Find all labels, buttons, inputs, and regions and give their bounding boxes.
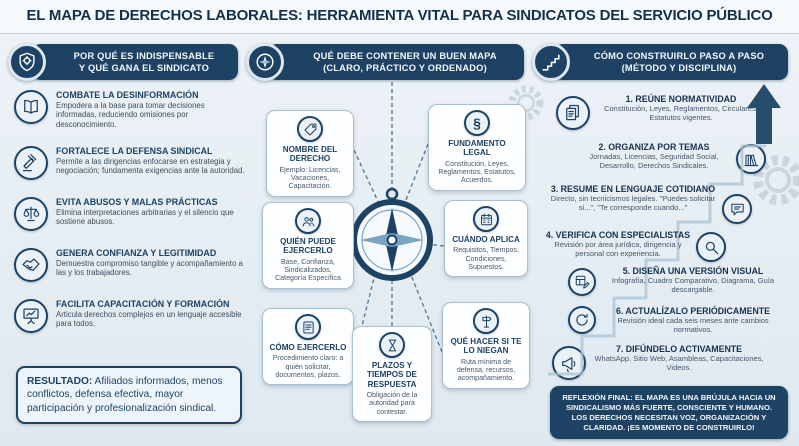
header-line: Y QUÉ GANA EL SINDICATO [78,63,210,73]
handshake-icon [14,248,48,283]
benefit-desc: Elimina interpretaciones arbitrarias y e… [56,208,234,227]
header-line: CÓMO CONSTRUIRLO PASO A PASO [593,50,765,61]
middle-column-header: QUÉ DEBE CONTENER UN BUEN MAPA (CLARO, P… [268,44,524,80]
step-desc: Infografía, Cuadro Comparativo, Diagrama… [611,276,775,294]
map-box-title: CÓMO EJERCERLO [269,343,347,352]
map-box-title: PLAZOS Y TIEMPOS DE RESPUESTA [367,361,417,389]
map-box-nombre-del-derecho: NOMBRE DEL DERECHO Ejemplo: Licencias, V… [266,110,354,197]
step-title: 4. VERIFICA CON ESPECIALISTAS [545,230,691,240]
benefit-item: FACILITA CAPACITACIÓN Y FORMACIÓN Articu… [14,299,246,334]
section-sign-icon: § [464,110,490,136]
step-title: 6. ACTUALÍZALO PERIÓDICAMENTE [615,306,771,316]
stairs-icon [532,43,570,81]
map-box-que-hacer-si-te-lo-niegan: QUÉ HACER SI TE LO NIEGAN Ruta mínima de… [442,302,530,389]
benefit-title: FORTALECE LA DEFENSA SINDICAL [56,146,213,157]
scales-icon [14,197,48,232]
chat-bubble-icon [722,194,752,224]
compass-rose-icon [351,82,445,359]
map-box-cuando-aplica: CUÁNDO APLICA Requisitos, Tiempos, Condi… [444,200,528,278]
design-icon [568,268,596,296]
step-1: 1. REÚNE NORMATIVIDAD Constitución, Leye… [596,94,766,123]
right-column-header: CÓMO CONSTRUIRLO PASO A PASO (MÉTODO Y D… [554,44,788,80]
step-title: 3. RESUME EN LENGUAJE COTIDIANO [550,184,716,194]
result-text: Afiliados informados, menos conflictos, … [27,376,223,414]
step-5: 5. DISEÑA UNA VERSIÓN VISUAL Infografía,… [600,266,786,295]
title-bar [0,0,799,34]
step-desc: Directo, sin tecnicismos legales. "Puede… [550,194,716,212]
map-box-desc: Constitución, Leyes, Reglamentos, Estatu… [438,159,516,185]
benefit-desc: Demuestra compromiso tangible y acompaña… [56,259,243,278]
shield-icon [8,43,46,81]
benefit-title: FACILITA CAPACITACIÓN Y FORMACIÓN [56,299,230,310]
step-6: 6. ACTUALÍZALO PERIÓDICAMENTE Revisión i… [600,306,786,335]
benefit-item: EVITA ABUSOS Y MALAS PRÁCTICAS Elimina i… [14,197,246,232]
calendar-icon [473,206,499,232]
result-box: RESULTADO: Afiliados informados, menos c… [16,366,242,424]
step-2: 2. ORGANIZA POR TEMAS Jornadas, Licencia… [578,142,730,171]
open-book-icon [14,90,48,124]
step-desc: Revisión por área jurídica, dirigencia y… [554,240,682,258]
step-title: 2. ORGANIZA POR TEMAS [598,142,710,152]
gavel-icon [14,146,48,181]
map-box-title: NOMBRE DEL DERECHO [282,145,338,164]
map-box-desc: Requisitos, Tiempos, Condiciones, Supues… [453,246,519,272]
header-line: POR QUÉ ES INDISPENSABLE [73,50,215,61]
map-box-plazos-y-tiempos: PLAZOS Y TIEMPOS DE RESPUESTA Obligación… [352,326,432,422]
step-desc: Revisión ideal cada seis meses ante camb… [617,316,769,334]
section-sign-glyph: § [473,115,481,131]
hourglass-icon [379,332,405,358]
step-4: 4. VERIFICA CON ESPECIALISTAS Revisión p… [544,230,692,259]
presentation-icon [14,299,48,334]
map-box-title: QUÉ HACER SI TE LO NIEGAN [450,337,522,356]
map-box-como-ejercerlo: CÓMO EJERCERLO Procedimiento claro: a qu… [262,308,354,386]
magnifier-icon [696,232,726,262]
benefit-title: GENERA CONFIANZA Y LEGITIMIDAD [56,248,217,259]
map-box-desc: Ejemplo: Licencias, Vacaciones, Capacita… [279,165,341,191]
benefit-desc: Permite a las dirigencias enfocarse en e… [56,157,245,176]
benefit-desc: Articula derechos complejos en un lengua… [56,310,242,329]
left-column-header: POR QUÉ ES INDISPENSABLE Y QUÉ GANA EL S… [32,44,238,80]
map-box-quien-puede-ejercerlo: QUIÉN PUEDE EJERCERLO Base, Confianza, S… [262,202,354,289]
refresh-icon [568,306,596,334]
step-desc: Jornadas, Licencias, Seguridad Social, D… [589,152,719,170]
documents-icon [556,96,590,130]
header-line: QUÉ DEBE CONTENER UN BUEN MAPA [313,50,497,61]
step-title: 7. DIFÚNDELO ACTIVAMENTE [615,344,743,354]
step-3: 3. RESUME EN LENGUAJE COTIDIANO Directo,… [548,184,718,213]
map-box-desc: Base, Confianza, Sindicalizados, Categor… [275,257,341,283]
page-title: EL MAPA DE DERECHOS LABORALES: HERRAMIEN… [26,7,773,24]
step-desc: Constitución, Leyes, Reglamentos, Circul… [604,104,758,122]
gear-icon [508,85,544,121]
header-line: (MÉTODO Y DISCIPLINA) [621,63,737,73]
map-box-desc: Obligación de la autoridad para contesta… [366,390,418,416]
result-label: RESULTADO: [27,376,93,387]
step-7: 7. DIFÚNDELO ACTIVAMENTE WhatsApp, Sitio… [590,344,768,373]
map-box-fundamento-legal: § FUNDAMENTO LEGAL Constitución, Leyes, … [428,104,526,191]
benefits-list: COMBATE LA DESINFORMACIÓN Empodera a la … [14,90,246,334]
map-box-title: CUÁNDO APLICA [452,235,520,244]
benefit-title: COMBATE LA DESINFORMACIÓN [56,90,199,100]
people-icon [295,208,321,234]
map-box-desc: Procedimiento claro: a quién solicitar, … [272,354,344,380]
header-line: (CLARO, PRÁCTICO Y ORDENADO) [323,63,487,73]
step-title: 1. REÚNE NORMATIVIDAD [625,94,737,104]
map-box-title: FUNDAMENTO LEGAL [448,139,506,158]
benefit-desc: Empodera a la base para tomar decisiones… [56,101,205,129]
benefit-title: EVITA ABUSOS Y MALAS PRÁCTICAS [56,197,218,208]
step-title: 5. DISEÑA UNA VERSIÓN VISUAL [622,266,764,276]
checklist-icon [295,314,321,340]
step-desc: WhatsApp, Sitio Web, Asambleas, Capacita… [594,354,764,372]
benefit-item: COMBATE LA DESINFORMACIÓN Empodera a la … [14,90,246,129]
route-sign-icon [473,308,499,334]
map-box-desc: Ruta mínima de defensa, recursos, acompa… [456,357,516,383]
compass-icon [246,43,284,81]
staircase-arrow-graphic [548,84,781,376]
benefit-item: FORTALECE LA DEFENSA SINDICAL Permite a … [14,146,246,181]
gear-icon [753,155,799,205]
benefit-item: GENERA CONFIANZA Y LEGITIMIDAD Demuestra… [14,248,246,283]
final-reflection-box: REFLEXIÓN FINAL: EL MAPA ES UNA BRÚJULA … [550,386,788,440]
tag-icon [297,116,323,142]
map-box-title: QUIÉN PUEDE EJERCERLO [280,237,336,256]
